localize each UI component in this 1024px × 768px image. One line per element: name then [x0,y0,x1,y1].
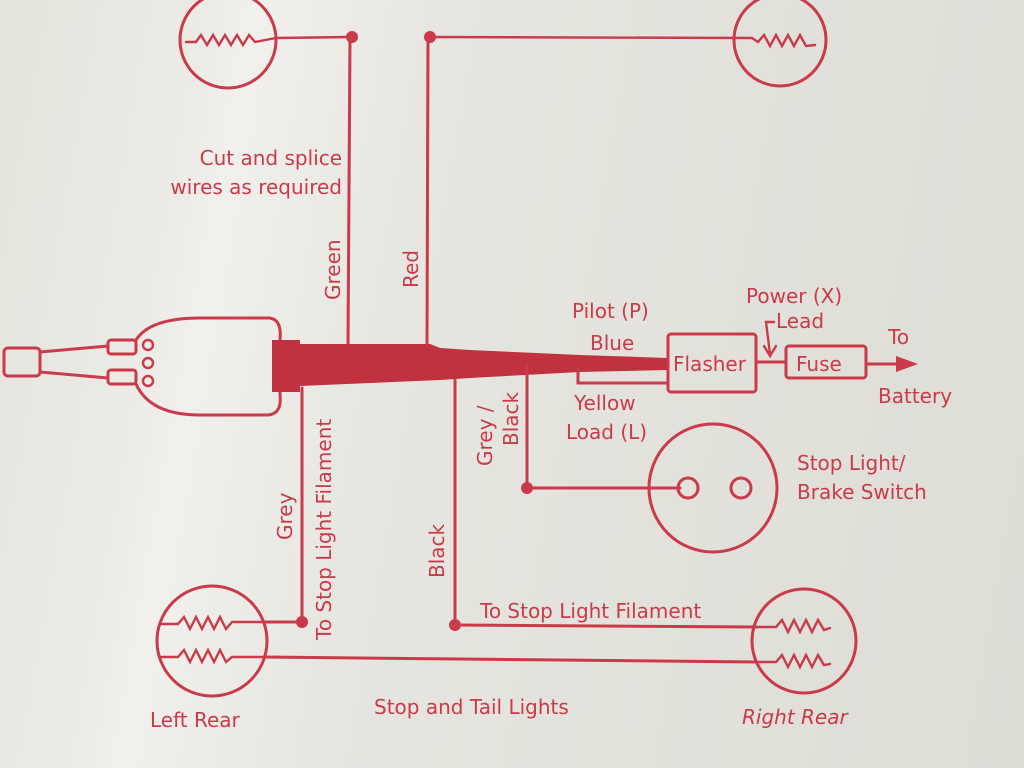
power-lead-arrow-icon [762,320,778,359]
lead-label: Lead [776,309,824,333]
grey-black-label-2: Black [499,391,523,446]
flasher-label: Flasher [673,352,747,376]
load-label: Load (L) [566,420,647,444]
red-wire [425,35,430,347]
left-rear-label: Left Rear [150,708,241,732]
right-rear-bulb [750,587,858,695]
fuse-box [784,344,868,380]
filament-icon [184,32,354,48]
black-label: Black [425,523,449,578]
tail-light-wire [262,655,758,664]
front-right-bulb [428,0,828,88]
pilot-label: Pilot (P) [572,299,649,323]
wire-harness [272,340,668,392]
filament-icon [754,617,832,635]
turn-signal-switch [2,316,282,417]
grey-black-label: Grey / [473,405,497,466]
green-wire [346,35,352,347]
blue-label: Blue [590,331,634,355]
right-rear-label: Right Rear [742,705,849,729]
battery-label: Battery [878,384,952,408]
filament-icon [158,647,266,665]
stop-switch-label-2: Brake Switch [797,480,927,504]
filament-icon [428,32,817,49]
green-label: Green [321,239,345,300]
stop-tail-label: Stop and Tail Lights [374,695,569,719]
fuse-label: Fuse [796,352,842,376]
to-stop-horizontal-label: To Stop Light Filament [479,599,701,623]
grey-label: Grey [273,492,297,540]
left-rear-bulb [155,584,269,698]
to-stop-vertical-label: To Stop Light Filament [312,419,336,641]
filament-icon [754,652,832,670]
stop-switch-label: Stop Light/ [797,451,906,475]
cut-splice-label: Cut and splice [200,146,342,170]
power-label: Power (X) [746,284,842,308]
arrow-right-icon [896,356,918,372]
brake-switch [647,422,779,554]
filament-icon [158,614,266,632]
yellow-label: Yellow [573,391,636,415]
cut-splice-label-2: wires as required [170,175,342,199]
to-label: To [887,325,909,349]
red-label: Red [399,250,423,288]
front-left-bulb [178,0,354,90]
